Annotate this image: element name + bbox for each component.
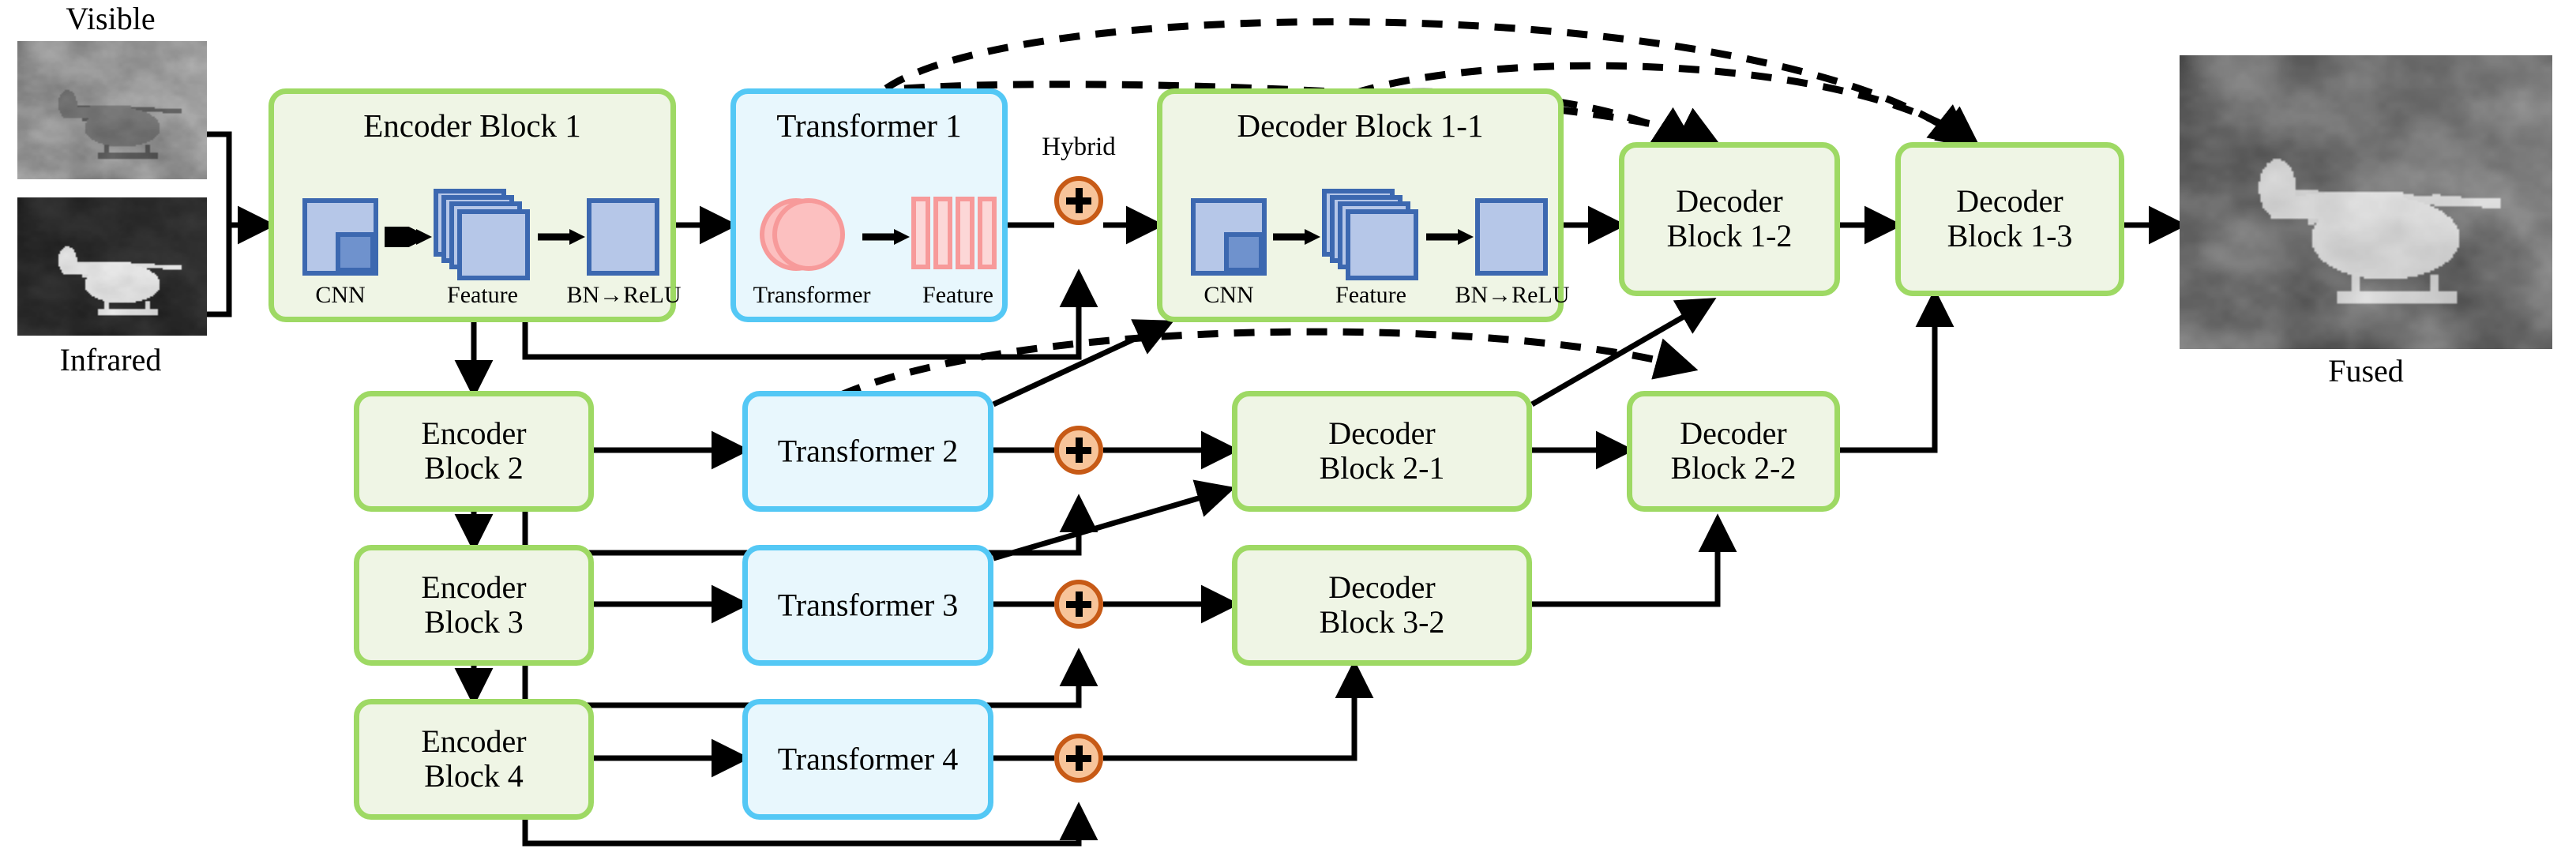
bn-relu-label: BN→ReLU — [566, 282, 682, 308]
decoder-block-1-2-title: Decoder Block 1-2 — [1666, 182, 1793, 254]
bn-relu-icon — [1475, 198, 1548, 276]
transformer-feature-label: Feature — [922, 282, 993, 308]
transformer-3[interactable]: Transformer 3 — [742, 545, 993, 666]
transformer-2-title: Transformer 2 — [777, 433, 959, 469]
encoder-block-1[interactable]: Encoder Block 1 CNN Feature BN→ReLU — [268, 88, 682, 322]
feature-stack-icon — [1322, 189, 1421, 282]
feature-label: Feature — [447, 282, 518, 308]
cnn-label: CNN — [315, 282, 366, 308]
decoder-block-1-2[interactable]: Decoder Block 1-2 — [1619, 142, 1840, 296]
encoder-block-3[interactable]: Encoder Block 3 — [354, 545, 594, 666]
encoder-block-1-title: Encoder Block 1 — [363, 107, 581, 144]
transformer-4[interactable]: Transformer 4 — [742, 699, 993, 820]
transformer-glyph-label: Transformer — [753, 282, 871, 308]
fusion-node-2[interactable] — [1054, 426, 1103, 475]
infrared-input-image — [17, 197, 207, 336]
cnn-label: CNN — [1204, 282, 1254, 308]
bn-relu-label: BN→ReLU — [1455, 282, 1570, 308]
transformer-4-title: Transformer 4 — [777, 741, 959, 777]
arrow-cnn-to-feature — [1273, 229, 1320, 245]
transformer-1[interactable]: Transformer 1 Transformer Feature — [730, 88, 1008, 322]
cnn-icon — [302, 198, 378, 276]
decoder-block-2-2-title: Decoder Block 2-2 — [1670, 415, 1797, 486]
feature-label: Feature — [1335, 282, 1406, 308]
decoder-block-3-2-title: Decoder Block 3-2 — [1319, 569, 1445, 640]
visible-input-image — [17, 41, 207, 179]
decoder-block-1-3-title: Decoder Block 1-3 — [1947, 182, 2073, 254]
decoder-block-1-3[interactable]: Decoder Block 1-3 — [1895, 142, 2124, 296]
fusion-node-3[interactable] — [1054, 580, 1103, 629]
decoder-block-2-2[interactable]: Decoder Block 2-2 — [1627, 391, 1840, 512]
decoder-block-2-1[interactable]: Decoder Block 2-1 — [1232, 391, 1532, 512]
encoder-block-4-title: Encoder Block 4 — [421, 723, 527, 794]
hybrid-label: Hybrid — [1042, 133, 1116, 161]
bn-relu-icon — [587, 198, 659, 276]
arrow-feature-to-bnrelu — [1426, 229, 1474, 245]
arrow-cnn-to-feature — [385, 227, 432, 247]
transformer-glyph-icon — [760, 195, 862, 277]
encoder-block-2[interactable]: Encoder Block 2 — [354, 391, 594, 512]
encoder-block-2-title: Encoder Block 2 — [421, 415, 527, 486]
encoder-block-4[interactable]: Encoder Block 4 — [354, 699, 594, 820]
decoder-block-2-1-title: Decoder Block 2-1 — [1319, 415, 1445, 486]
transformer-3-title: Transformer 3 — [777, 587, 959, 623]
feature-bars-icon — [911, 197, 1000, 272]
decoder-block-1-1-title: Decoder Block 1-1 — [1237, 107, 1484, 144]
cnn-icon — [1191, 198, 1267, 276]
fused-caption: Fused — [2328, 353, 2404, 389]
feature-stack-icon — [434, 189, 533, 282]
infrared-caption: Infrared — [59, 342, 162, 377]
fused-output-image — [2180, 55, 2552, 349]
fusion-node-4[interactable] — [1054, 734, 1103, 783]
visible-caption: Visible — [66, 1, 156, 36]
arrow-transformer-to-feature — [862, 229, 910, 245]
transformer-2[interactable]: Transformer 2 — [742, 391, 993, 512]
decoder-block-1-1[interactable]: Decoder Block 1-1 CNN Feature BN→ReLU — [1157, 88, 1570, 322]
arrow-feature-to-bnrelu — [538, 229, 585, 245]
encoder-block-3-title: Encoder Block 3 — [421, 569, 527, 640]
fusion-node-1[interactable] — [1054, 176, 1103, 225]
decoder-block-3-2[interactable]: Decoder Block 3-2 — [1232, 545, 1532, 666]
transformer-1-title: Transformer 1 — [776, 107, 962, 144]
